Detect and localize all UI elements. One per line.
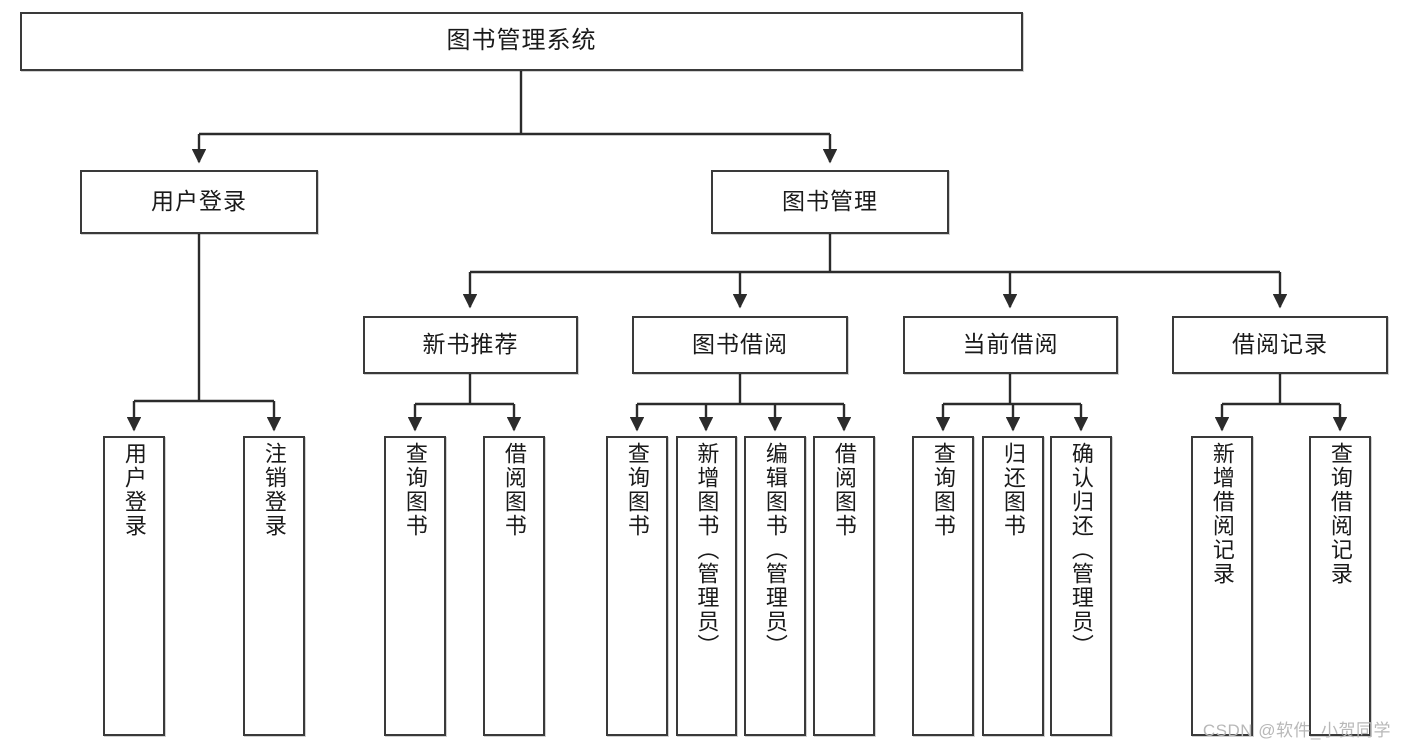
node-label: 当前借阅 bbox=[962, 331, 1059, 358]
leaf-edit-book-admin[interactable]: 编辑图书（管理员） bbox=[744, 436, 806, 736]
node-label: 查询图书 bbox=[402, 442, 428, 538]
leaf-borrow-book-new-rec[interactable]: 借阅图书 bbox=[483, 436, 545, 736]
leaf-query-borrow-record[interactable]: 查询借阅记录 bbox=[1309, 436, 1371, 736]
node-label: 编辑图书（管理员） bbox=[762, 442, 788, 658]
watermark-text: CSDN @软件_小贺同学 bbox=[1202, 721, 1391, 740]
leaf-query-book-current[interactable]: 查询图书 bbox=[912, 436, 974, 736]
node-label: 图书管理系统 bbox=[446, 27, 597, 55]
node-label: 查询图书 bbox=[624, 442, 650, 538]
node-label: 归还图书 bbox=[1000, 442, 1026, 538]
node-current-borrow[interactable]: 当前借阅 bbox=[903, 316, 1118, 374]
node-label: 查询借阅记录 bbox=[1327, 442, 1353, 586]
node-book-manage[interactable]: 图书管理 bbox=[711, 170, 949, 234]
node-label: 新书推荐 bbox=[422, 331, 519, 358]
node-label: 用户登录 bbox=[121, 442, 147, 538]
node-label: 新增借阅记录 bbox=[1209, 442, 1235, 586]
leaf-query-book-borrow[interactable]: 查询图书 bbox=[606, 436, 668, 736]
node-book-borrow[interactable]: 图书借阅 bbox=[632, 316, 848, 374]
node-label: 新增图书（管理员） bbox=[694, 442, 720, 658]
leaf-query-book-new-rec[interactable]: 查询图书 bbox=[384, 436, 446, 736]
node-label: 确认归还（管理员） bbox=[1068, 442, 1094, 658]
node-label: 借阅图书 bbox=[501, 442, 527, 538]
leaf-add-borrow-record[interactable]: 新增借阅记录 bbox=[1191, 436, 1253, 736]
node-label: 图书借阅 bbox=[692, 331, 788, 358]
node-label: 借阅图书 bbox=[831, 442, 857, 538]
leaf-add-book-admin[interactable]: 新增图书（管理员） bbox=[676, 436, 737, 736]
node-user-login[interactable]: 用户登录 bbox=[80, 170, 318, 234]
node-label: 注销登录 bbox=[261, 442, 287, 538]
node-label: 图书管理 bbox=[782, 188, 878, 215]
leaf-borrow-book-borrow[interactable]: 借阅图书 bbox=[813, 436, 875, 736]
leaf-return-book[interactable]: 归还图书 bbox=[982, 436, 1044, 736]
node-label: 用户登录 bbox=[151, 188, 247, 215]
leaf-user-login[interactable]: 用户登录 bbox=[103, 436, 165, 736]
node-label: 借阅记录 bbox=[1232, 331, 1328, 358]
node-new-book-recommend[interactable]: 新书推荐 bbox=[363, 316, 578, 374]
leaf-confirm-return-admin[interactable]: 确认归还（管理员） bbox=[1050, 436, 1112, 736]
node-borrow-record[interactable]: 借阅记录 bbox=[1172, 316, 1388, 374]
node-root-book-management-system[interactable]: 图书管理系统 bbox=[20, 12, 1023, 71]
leaf-logout[interactable]: 注销登录 bbox=[243, 436, 305, 736]
node-label: 查询图书 bbox=[930, 442, 956, 538]
